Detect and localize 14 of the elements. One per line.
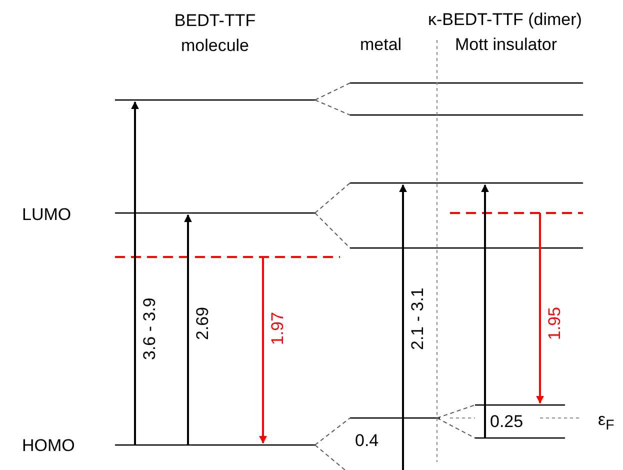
column-heading: BEDT-TTF molecule [173, 10, 257, 57]
symbol-label: ε$_{F}$ [598, 410, 614, 436]
column-heading: metal [360, 35, 402, 55]
value-label: 1.97 [268, 312, 288, 345]
level-label: HOMO [22, 436, 75, 456]
value-label: 1.95 [545, 306, 565, 340]
value-label: 3.6 - 3.9 [140, 298, 160, 360]
value-label: 0.25 [490, 412, 524, 432]
value-label: 0.4 [355, 431, 379, 451]
value-label: 2.69 [193, 306, 213, 340]
column-heading: κ-BEDT-TTF (dimer) [428, 10, 582, 30]
level-label: LUMO [22, 205, 72, 225]
column-heading: Mott insulator [455, 35, 558, 55]
value-label: 2.1 - 3.1 [408, 288, 428, 350]
